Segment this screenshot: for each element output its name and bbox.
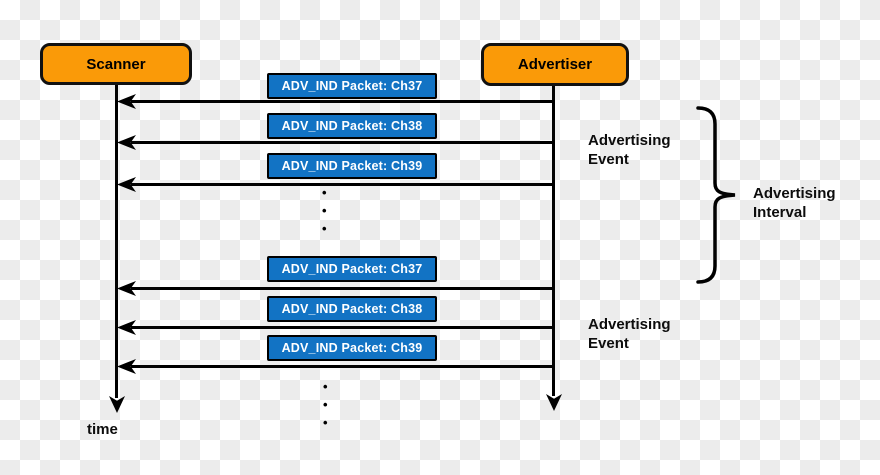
scanner-label: Scanner	[86, 55, 146, 73]
scanner-lifeline-arrowhead-icon	[109, 396, 125, 413]
advertiser-lifeline-arrowhead-icon	[546, 394, 562, 411]
advertising-event-label-2: Advertising Event	[588, 315, 671, 353]
ellipsis-dot: •	[322, 221, 327, 236]
advertising-interval-label: Advertising Interval	[753, 184, 836, 222]
packet-box-event1-ch38: ADV_IND Packet: Ch38	[267, 113, 437, 139]
scanner-lifeline	[115, 85, 118, 398]
advertiser-lifeline	[552, 86, 555, 396]
packet-box-event2-ch37: ADV_IND Packet: Ch37	[267, 256, 437, 282]
ellipsis-dot: •	[323, 379, 328, 394]
advertiser-label: Advertiser	[517, 56, 593, 73]
adv-arrow-line-2	[131, 141, 554, 144]
advertising-event-label-2-line2: Event	[588, 335, 629, 352]
packet-box-event1-ch39: ADV_IND Packet: Ch39	[267, 153, 437, 179]
adv-arrow-line-4	[131, 287, 554, 290]
packet-box-event2-ch38: ADV_IND Packet: Ch38	[267, 296, 437, 322]
adv-arrow-line-5	[131, 326, 554, 329]
ellipsis-dots-middle: • • •	[322, 185, 327, 236]
scanner-actor-box: Scanner	[40, 43, 192, 85]
adv-arrow-line-6	[131, 365, 554, 368]
advertising-interval-label-line2: Interval	[753, 204, 807, 221]
advertising-event-label-2-line1: Advertising	[588, 316, 671, 333]
ellipsis-dot: •	[323, 397, 328, 412]
ellipsis-dot: •	[322, 185, 327, 200]
adv-arrow-line-1	[131, 100, 554, 103]
advertising-interval-label-line1: Advertising	[753, 185, 836, 202]
packet-box-event2-ch39: ADV_IND Packet: Ch39	[267, 335, 437, 361]
adv-arrow-line-3	[131, 183, 554, 186]
ellipsis-dots-bottom: • • •	[323, 379, 328, 430]
advertiser-actor-box: Advertiser	[481, 43, 629, 86]
ellipsis-dot: •	[323, 415, 328, 430]
advertising-event-label-1-line1: Advertising	[588, 132, 671, 149]
time-axis-label: time	[87, 421, 118, 438]
advertising-event-label-1: Advertising Event	[588, 131, 671, 169]
packet-box-event1-ch37: ADV_IND Packet: Ch37	[267, 73, 437, 99]
interval-brace-icon	[696, 106, 736, 284]
advertising-event-label-1-line2: Event	[588, 151, 629, 168]
ellipsis-dot: •	[322, 203, 327, 218]
